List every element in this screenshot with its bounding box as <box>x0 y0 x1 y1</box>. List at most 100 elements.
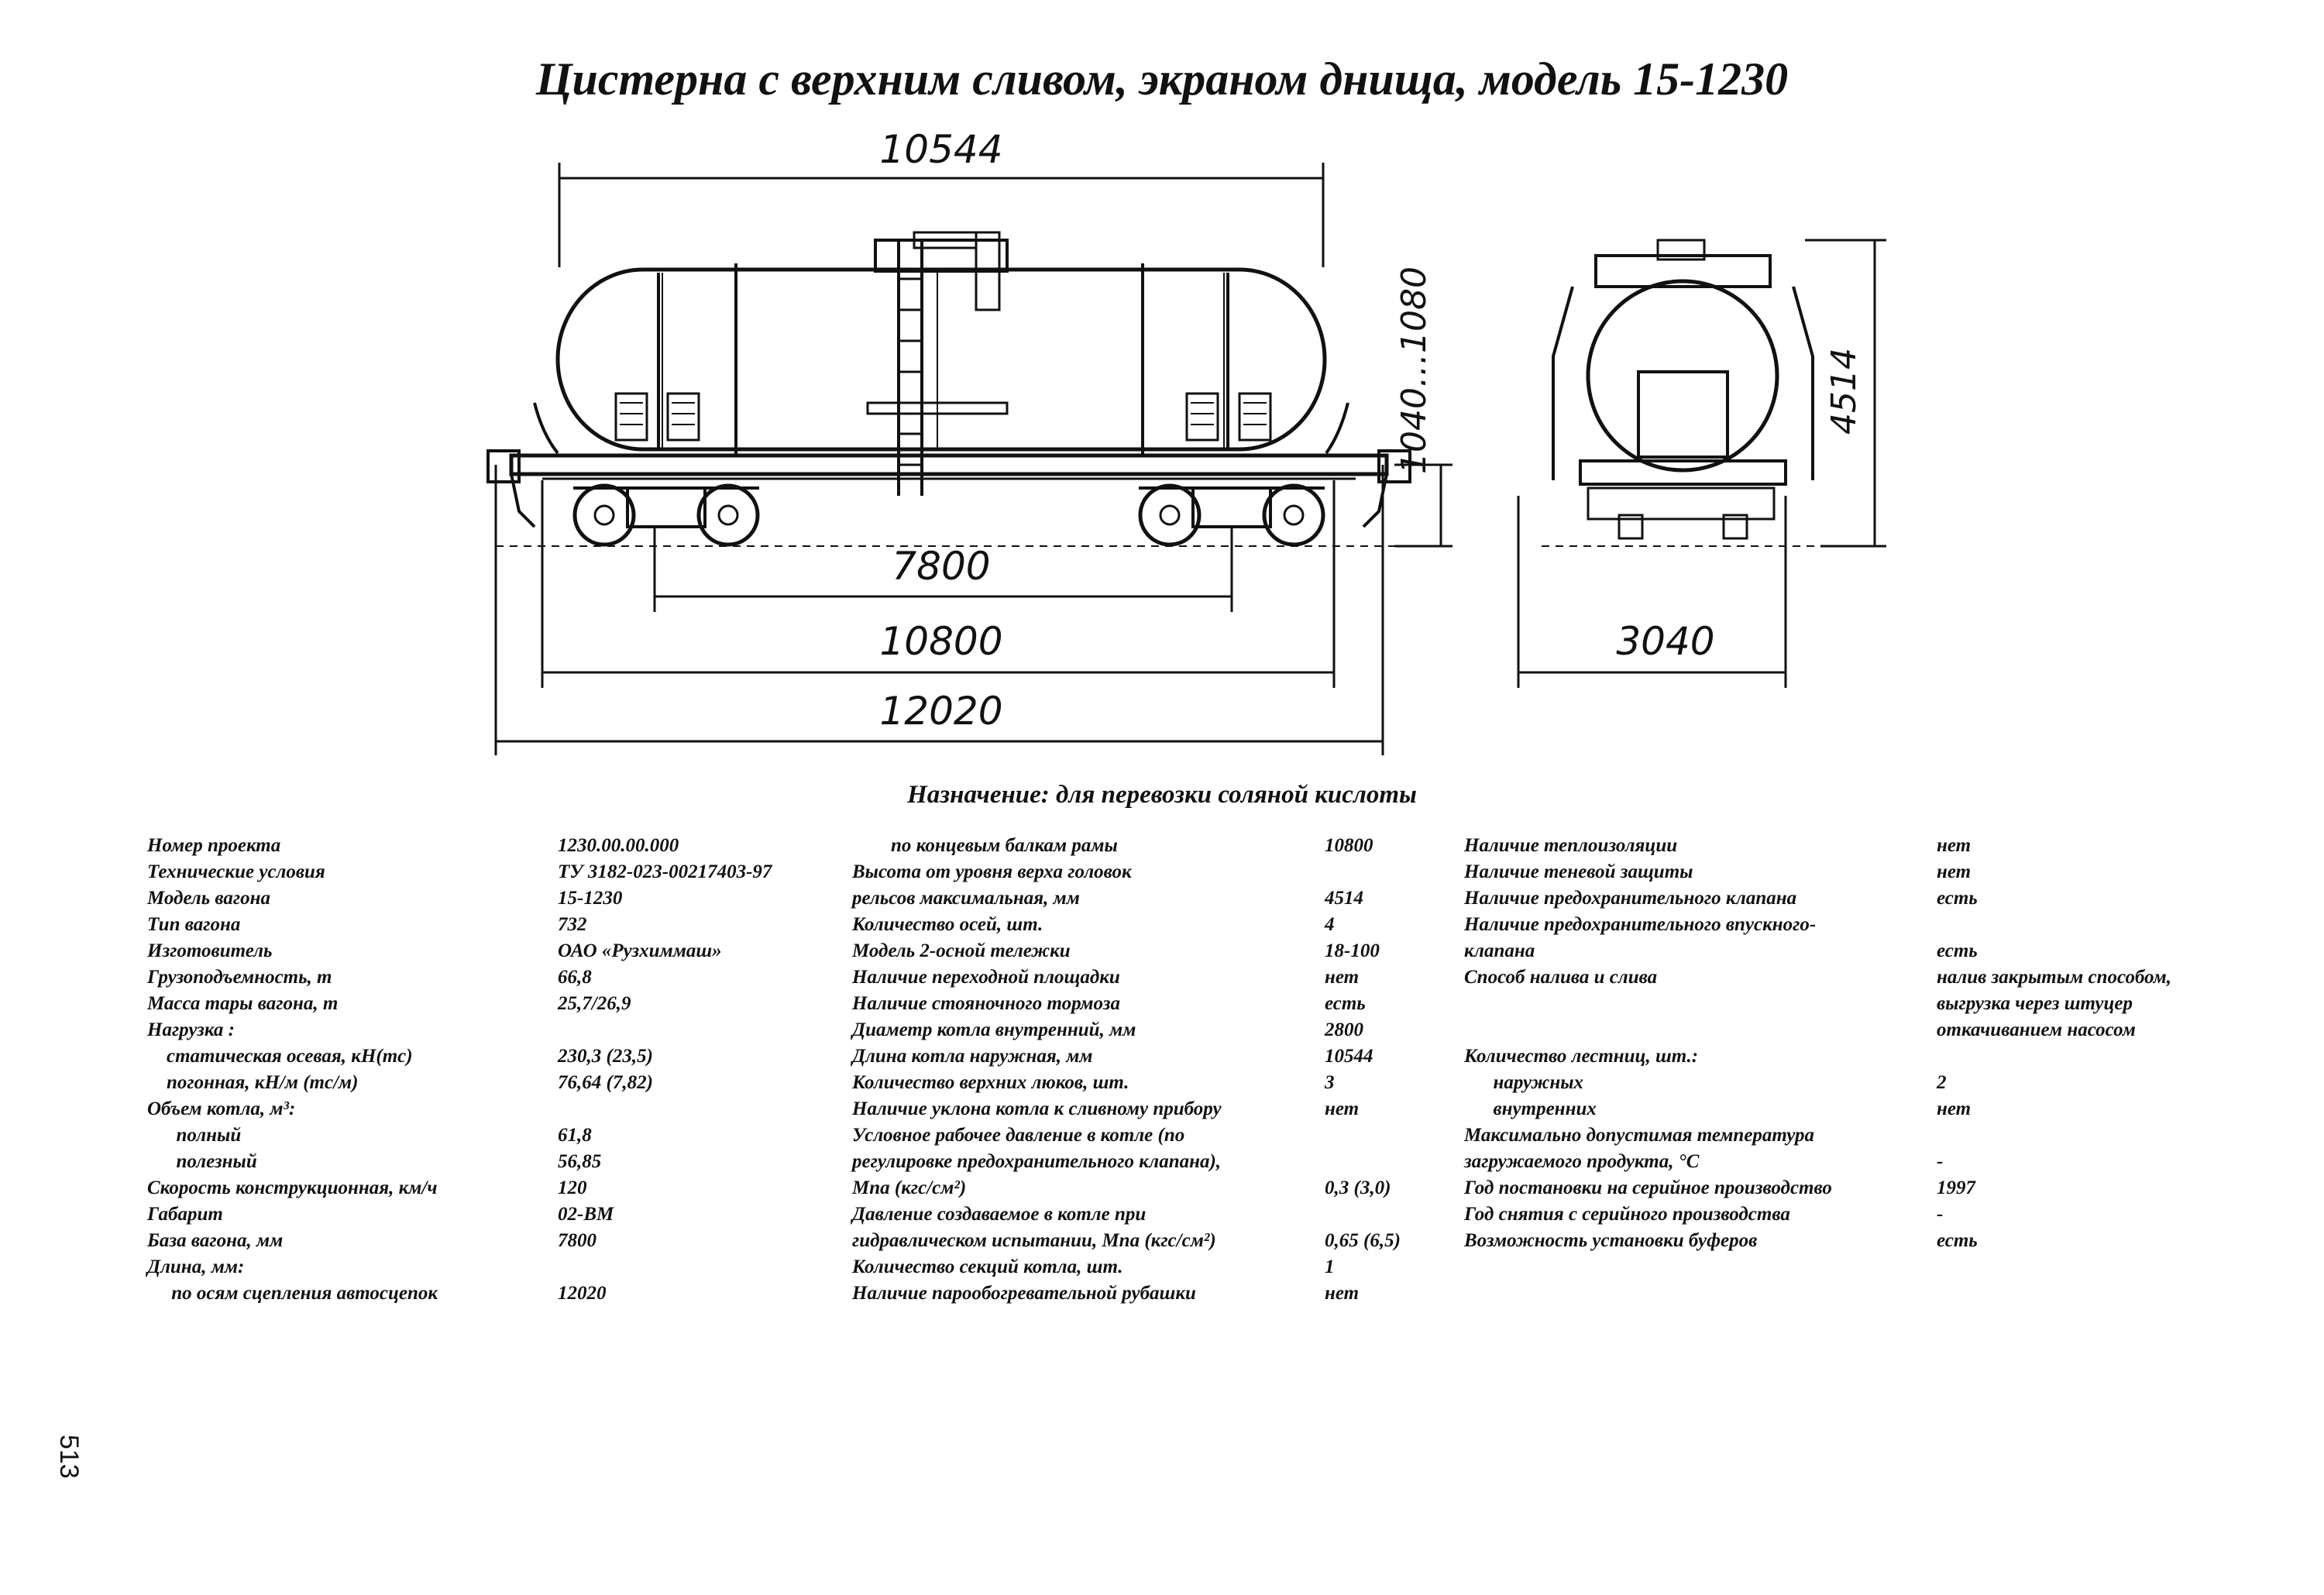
spec-label <box>1464 1017 1937 1043</box>
spec-label: статическая осевая, кН(тс) <box>147 1046 413 1067</box>
spec-label: погонная, кН/м (тс/м) <box>147 1072 359 1093</box>
spec-label: База вагона, мм <box>147 1230 284 1251</box>
spec-row: Мпа (кгс/см²)0,3 (3,0) <box>852 1175 1401 1201</box>
spec-label: Наличие уклона котла к сливному прибору <box>852 1098 1222 1119</box>
spec-value: 7800 <box>558 1230 596 1251</box>
spec-label: Наличие парообогревательной рубашки <box>852 1283 1196 1304</box>
spec-row: клапана есть <box>1464 938 2171 964</box>
spec-label: клапана <box>1464 940 1535 961</box>
spec-value: есть <box>1325 993 1366 1014</box>
spec-label: Давление создаваемое в котле при <box>852 1204 1147 1225</box>
side-view <box>486 163 1452 755</box>
spec-label: Объем котла, м³: <box>147 1098 296 1119</box>
spec-label: Максимально допустимая температура <box>1464 1125 1815 1146</box>
spec-label: Мпа (кгс/см²) <box>852 1177 967 1198</box>
spec-label: загружаемого продукта, °С <box>1464 1151 1700 1172</box>
spec-value: - <box>1937 1151 1944 1172</box>
spec-row: Скорость конструкционная, км/ч 120 <box>147 1175 772 1201</box>
spec-value: ОАО «Рузхиммаш» <box>558 940 722 961</box>
boiler-end <box>1586 279 1779 473</box>
spec-value: нет <box>1325 967 1360 988</box>
bogie-left <box>572 483 760 547</box>
spec-label: Наличие теплоизоляции <box>1464 835 1678 856</box>
spec-label: рельсов максимальная, мм <box>852 888 1080 909</box>
spec-value: 12020 <box>558 1283 607 1304</box>
spec-label: Тип вагона <box>147 914 241 935</box>
spec-value: 1 <box>1325 1256 1335 1277</box>
spec-value: 66,8 <box>558 967 592 988</box>
spec-label: Количество лестниц, шт.: <box>1464 1046 1699 1067</box>
spec-value: 732 <box>558 914 587 935</box>
spec-row: База вагона, мм 7800 <box>147 1228 772 1254</box>
spec-label: Год снятия с серийного производства <box>1464 1204 1790 1225</box>
spec-label: Нагрузка : <box>147 1019 235 1040</box>
spec-label: Скорость конструкционная, км/ч <box>147 1177 438 1198</box>
spec-label: Наличие предохранительного впускного- <box>1464 914 1817 935</box>
spec-label: Длина, мм: <box>147 1256 245 1277</box>
spec-value: 56,85 <box>558 1151 602 1172</box>
spec-value: нет <box>1937 1098 1972 1119</box>
spec-value: 0,65 (6,5) <box>1325 1230 1401 1251</box>
spec-row: Нагрузка : <box>147 1017 772 1043</box>
spec-value: нет <box>1325 1098 1360 1119</box>
spec-row: Количество лестниц, шт.: <box>1464 1043 2171 1070</box>
spec-label: Изготовитель <box>147 940 273 961</box>
spec-row: Изготовитель ОАО «Рузхиммаш» <box>147 938 772 964</box>
spec-value: есть <box>1937 940 1978 961</box>
spec-label: Наличие теневой защиты <box>1464 861 1693 882</box>
spec-label: Технические условия <box>147 861 325 882</box>
document-title: Цистерна с верхним сливом, экраном днища… <box>535 53 1789 105</box>
spec-row: загружаемого продукта, °С - <box>1464 1149 2171 1175</box>
spec-label: регулировке предохранительного клапана), <box>852 1151 1222 1172</box>
spec-value: 76,64 (7,82) <box>558 1072 653 1093</box>
spec-label: Номер проекта <box>147 835 281 856</box>
spec-value: 61,8 <box>558 1125 592 1146</box>
spec-value: есть <box>1937 888 1978 909</box>
dim-width: 3040 <box>1616 619 1714 664</box>
spec-label: Модель вагона <box>147 888 271 909</box>
dim-boiler-length: 10544 <box>879 127 1002 172</box>
dim-total-height: 4514 <box>1824 348 1864 435</box>
spec-value: 3 <box>1325 1072 1335 1093</box>
spec-label: наружных <box>1464 1072 1584 1093</box>
spec-row: регулировке предохранительного клапана), <box>852 1149 1401 1175</box>
spec-value: 10800 <box>1325 835 1373 856</box>
spec-label: Количество секций котла, шт. <box>852 1256 1123 1277</box>
spec-label: Модель 2-осной тележки <box>852 940 1071 961</box>
spec-value: выгрузка через штуцер <box>1937 993 2133 1014</box>
spec-label <box>1464 991 1937 1017</box>
spec-value: 02-ВМ <box>558 1204 614 1225</box>
spec-row: по концевым балкам рамы 10800 <box>852 833 1401 859</box>
spec-row: Количество секций котла, шт. 1 <box>852 1254 1401 1280</box>
dim-height-range: 1040…1080 <box>1394 266 1434 474</box>
bogie-right <box>1138 483 1325 547</box>
spec-label: гидравлическом испытании, Мпа (кгс/см²) <box>852 1230 1216 1251</box>
spec-value: 2800 <box>1325 1019 1363 1040</box>
spec-row: Возможность установки буферов есть <box>1464 1228 2171 1254</box>
spec-label: по концевым балкам рамы <box>852 835 1118 856</box>
spec-value: 120 <box>558 1177 587 1198</box>
spec-value: 1997 <box>1937 1177 1975 1198</box>
boiler-outline <box>555 267 1327 452</box>
spec-row: Высота от уровня верха головок <box>852 859 1401 885</box>
spec-label: Наличие стояночного тормоза <box>852 993 1120 1014</box>
spec-label: Высота от уровня верха головок <box>852 861 1132 882</box>
spec-row: Наличие стояночного тормоза есть <box>852 991 1401 1017</box>
spec-label: Возможность установки буферов <box>1464 1230 1758 1251</box>
spec-label: Способ налива и слива <box>1464 967 1658 988</box>
spec-value: нет <box>1937 835 1972 856</box>
spec-value: есть <box>1937 1230 1978 1251</box>
